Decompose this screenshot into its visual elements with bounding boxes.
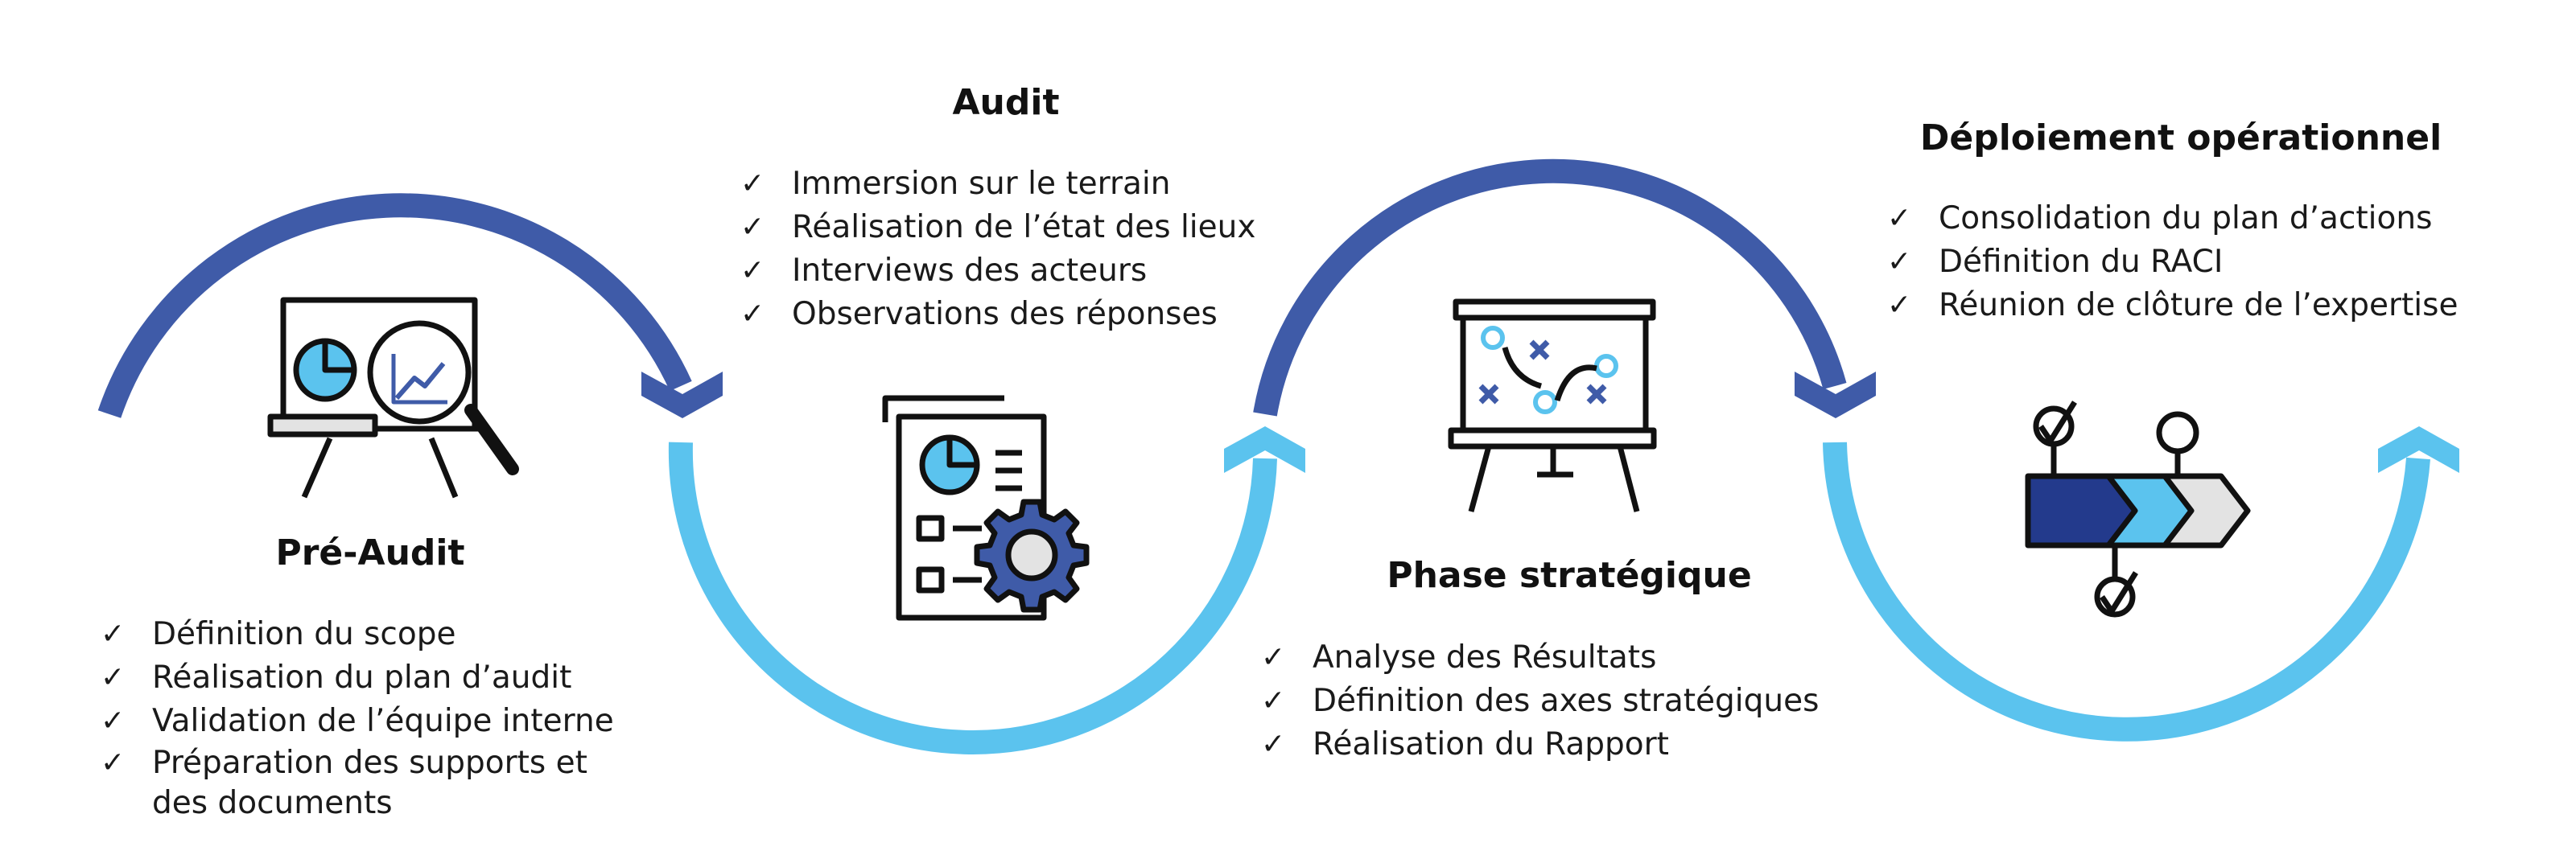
arrow-up-2-icon: [2378, 426, 2459, 473]
phase-title-audit: Audit: [952, 82, 1060, 123]
list-item: ✓Réunion de clôture de l’expertise: [1887, 284, 2458, 327]
list-item: ✓Définition du RACI: [1887, 240, 2458, 284]
list-item: ✓Définition des axes stratégiques: [1261, 680, 1819, 723]
check-icon: ✓: [101, 661, 126, 694]
check-icon: ✓: [1261, 684, 1286, 717]
process-flow-icon: [2025, 401, 2251, 618]
check-icon: ✓: [101, 705, 126, 738]
check-icon: ✓: [740, 298, 765, 331]
check-icon: ✓: [1261, 641, 1286, 674]
check-icon: ✓: [101, 618, 126, 651]
check-icon: ✓: [101, 746, 126, 779]
phase-title-strategy: Phase stratégique: [1387, 555, 1752, 596]
check-icon: ✓: [740, 211, 765, 244]
checklist-gear-icon: [882, 395, 1090, 621]
arrow-down-1-icon: [641, 372, 723, 418]
gear-icon: [974, 499, 1090, 613]
check-icon: ✓: [1261, 728, 1286, 761]
phase-title-pre-audit: Pré-Audit: [275, 532, 465, 573]
strategy-board-icon: [1448, 298, 1657, 512]
arrow-down-2-icon: [1795, 372, 1876, 418]
flow-arcs: [97, 158, 2430, 755]
flow-arrowheads: [641, 372, 2459, 473]
list-item: ✓Réalisation du plan d’audit: [101, 656, 619, 700]
arrow-up-1-icon: [1224, 426, 1305, 473]
list-item: ✓Validation de l’équipe interne: [101, 700, 619, 743]
check-icon: ✓: [740, 254, 765, 287]
check-icon: ✓: [1887, 289, 1912, 322]
list-item: ✓Interviews des acteurs: [740, 249, 1255, 293]
phase-list-strategy: ✓Analyse des Résultats ✓Définition des a…: [1261, 636, 1819, 767]
arc-deploy-bottom: [1823, 442, 2430, 742]
list-item: ✓Observations des réponses: [740, 293, 1255, 336]
arc-audit-bottom: [668, 442, 1277, 755]
arc-strategy-top: [1253, 158, 1847, 417]
list-item: ✓Définition du scope: [101, 613, 619, 656]
phase-title-deployment: Déploiement opérationnel: [1919, 117, 2442, 158]
phase-list-deployment: ✓Consolidation du plan d’actions ✓Défini…: [1887, 197, 2458, 327]
phase-list-audit: ✓Immersion sur le terrain ✓Réalisation d…: [740, 162, 1255, 336]
presentation-magnifier-icon: [267, 297, 519, 499]
check-icon: ✓: [740, 167, 765, 200]
list-item: ✓Préparation des supports et des documen…: [101, 745, 587, 821]
check-icon: ✓: [1887, 245, 1912, 278]
list-item: ✓Réalisation de l’état des lieux: [740, 206, 1255, 249]
check-icon: ✓: [1887, 202, 1912, 235]
arc-pre-audit-top: [97, 193, 692, 418]
phase-list-pre-audit: ✓Définition du scope ✓Réalisation du pla…: [101, 613, 619, 824]
list-item: ✓Analyse des Résultats: [1261, 636, 1819, 680]
list-item: ✓Immersion sur le terrain: [740, 162, 1255, 206]
list-item: ✓Consolidation du plan d’actions: [1887, 197, 2458, 240]
list-item: ✓Réalisation du Rapport: [1261, 723, 1819, 767]
